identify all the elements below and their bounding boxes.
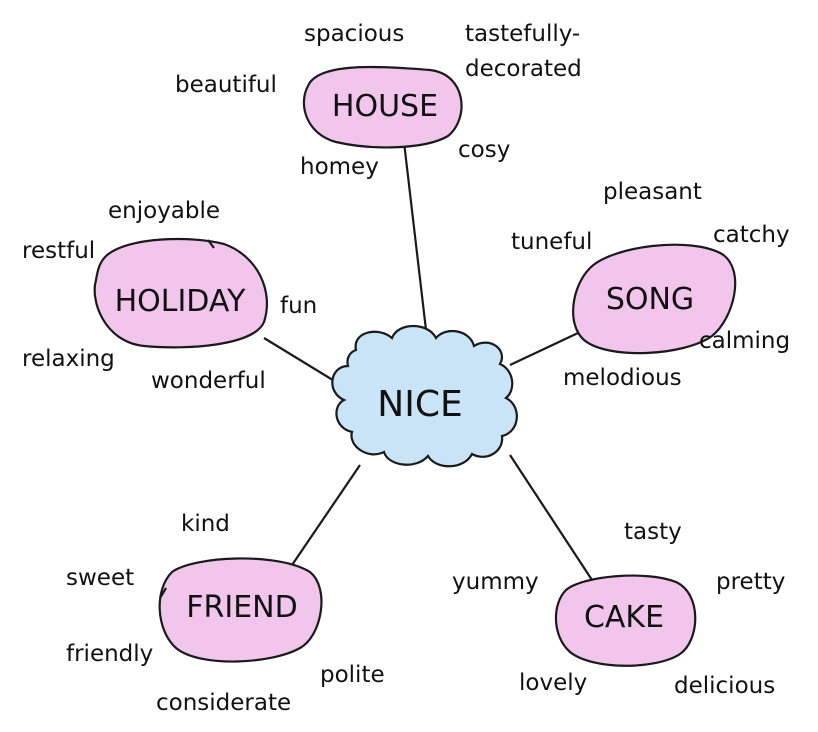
house-word-tastefully: tastefully- [465, 21, 581, 47]
cake-word-yummy: yummy [452, 569, 539, 595]
house-label: HOUSE [332, 89, 438, 124]
cake-word-tasty: tasty [624, 519, 682, 545]
friend-word-polite: polite [320, 662, 385, 688]
friend-word-sweet: sweet [66, 565, 135, 591]
house-word-homey: homey [300, 154, 379, 180]
connector-house [402, 141, 428, 331]
song-label: SONG [606, 282, 694, 317]
connector-song [509, 332, 579, 366]
friend-label: FRIEND [186, 590, 297, 625]
house-word-spacious: spacious [304, 21, 405, 47]
connector-cake [509, 454, 593, 581]
cake-word-delicious: delicious [674, 673, 776, 699]
song-node [572, 243, 737, 355]
holiday-word-restful: restful [22, 238, 96, 264]
song-word-calming: calming [699, 328, 791, 354]
connector-holiday [263, 337, 337, 383]
friend-node [158, 557, 323, 663]
house-node [302, 65, 463, 149]
center-label: NICE [377, 384, 462, 425]
song-word-melodious: melodious [563, 365, 682, 391]
holiday-word-enjoyable: enjoyable [108, 198, 221, 224]
holiday-label: HOLIDAY [115, 284, 247, 319]
friend-word-kind: kind [181, 511, 230, 537]
holiday-word-fun: fun [280, 293, 318, 319]
center-cloud [331, 325, 518, 468]
friend-word-friendly: friendly [66, 641, 154, 667]
song-word-tuneful: tuneful [511, 229, 593, 255]
friend-tail [159, 587, 167, 599]
cake-label: CAKE [584, 600, 664, 635]
holiday-node [93, 237, 269, 349]
cake-word-lovely: lovely [519, 670, 588, 696]
house-word-cosy: cosy [458, 137, 511, 163]
song-word-catchy: catchy [713, 222, 790, 248]
holiday-word-relaxing: relaxing [22, 346, 115, 372]
house-word-beautiful: beautiful [175, 72, 277, 98]
song-word-pleasant: pleasant [603, 179, 702, 205]
cake-node [554, 574, 697, 667]
house-word-decorated: decorated [465, 56, 582, 82]
connector-friend [289, 464, 361, 569]
holiday-word-wonderful: wonderful [151, 368, 266, 394]
holiday-tail [207, 239, 215, 249]
cake-word-pretty: pretty [716, 569, 786, 595]
friend-word-considerate: considerate [156, 690, 292, 716]
